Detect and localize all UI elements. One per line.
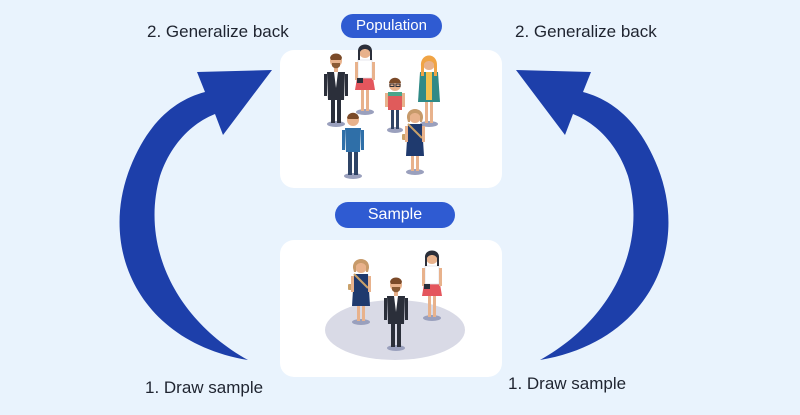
draw-sample-label-right: 1. Draw sample [508,374,627,393]
woman-navy-dress-icon [401,108,426,176]
sample-people [325,250,465,360]
sample-pill: Sample [335,202,455,228]
boy-glasses-icon [384,77,406,134]
man-blue-shirt-icon [342,112,364,179]
population-pill: Population [341,14,442,38]
generalize-back-label-left: 2. Generalize back [147,22,289,41]
woman-red-skirt-icon [354,44,376,116]
population-people [324,44,440,179]
draw-sample-label-left: 1. Draw sample [145,378,264,397]
man-in-suit-icon [324,53,348,127]
generalize-back-label-right: 2. Generalize back [515,22,657,41]
